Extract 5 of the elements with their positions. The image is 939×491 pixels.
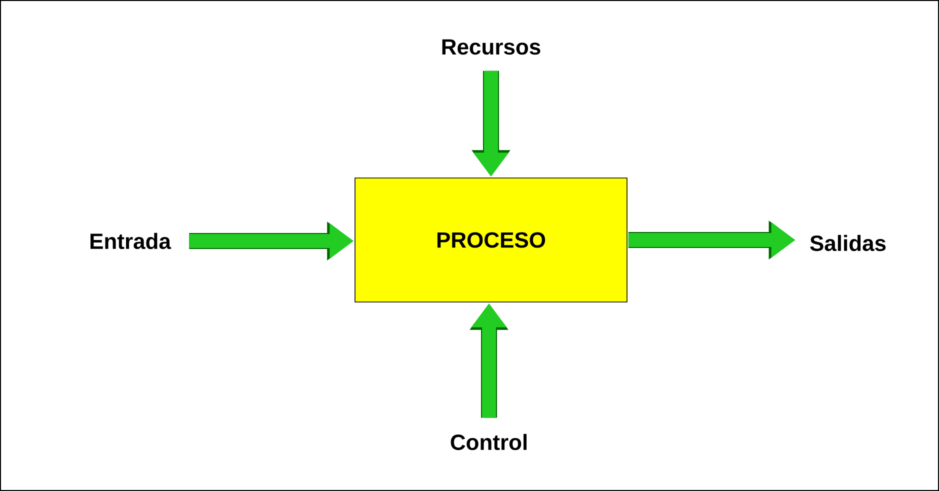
text-label: Control: [450, 434, 527, 450]
text-label: Salidas: [810, 234, 886, 252]
text-label: Recursos: [442, 39, 540, 55]
process-box: PROCESO: [354, 178, 628, 302]
text-label: Entrada: [90, 232, 172, 250]
